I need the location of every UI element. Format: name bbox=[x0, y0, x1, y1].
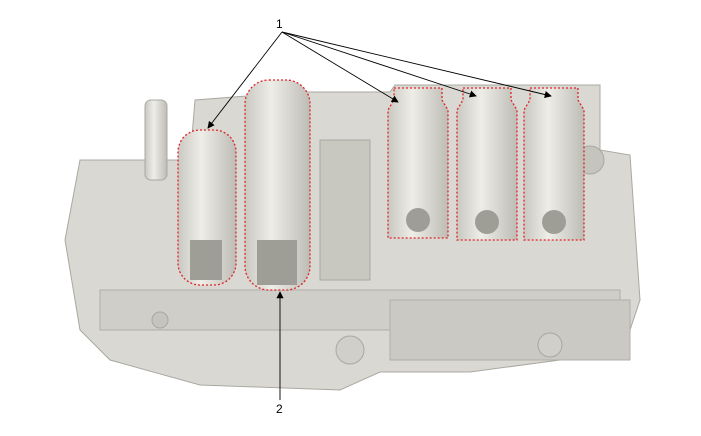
callout-label-1: 1 bbox=[276, 17, 283, 31]
solenoid-4 bbox=[456, 87, 518, 241]
solenoid-2 bbox=[244, 79, 311, 291]
solenoid-1 bbox=[177, 129, 237, 286]
callout-label-2: 2 bbox=[276, 402, 283, 416]
solenoid-5 bbox=[523, 87, 585, 241]
callout-1-leaders bbox=[207, 31, 552, 129]
solenoid-3 bbox=[387, 87, 449, 239]
